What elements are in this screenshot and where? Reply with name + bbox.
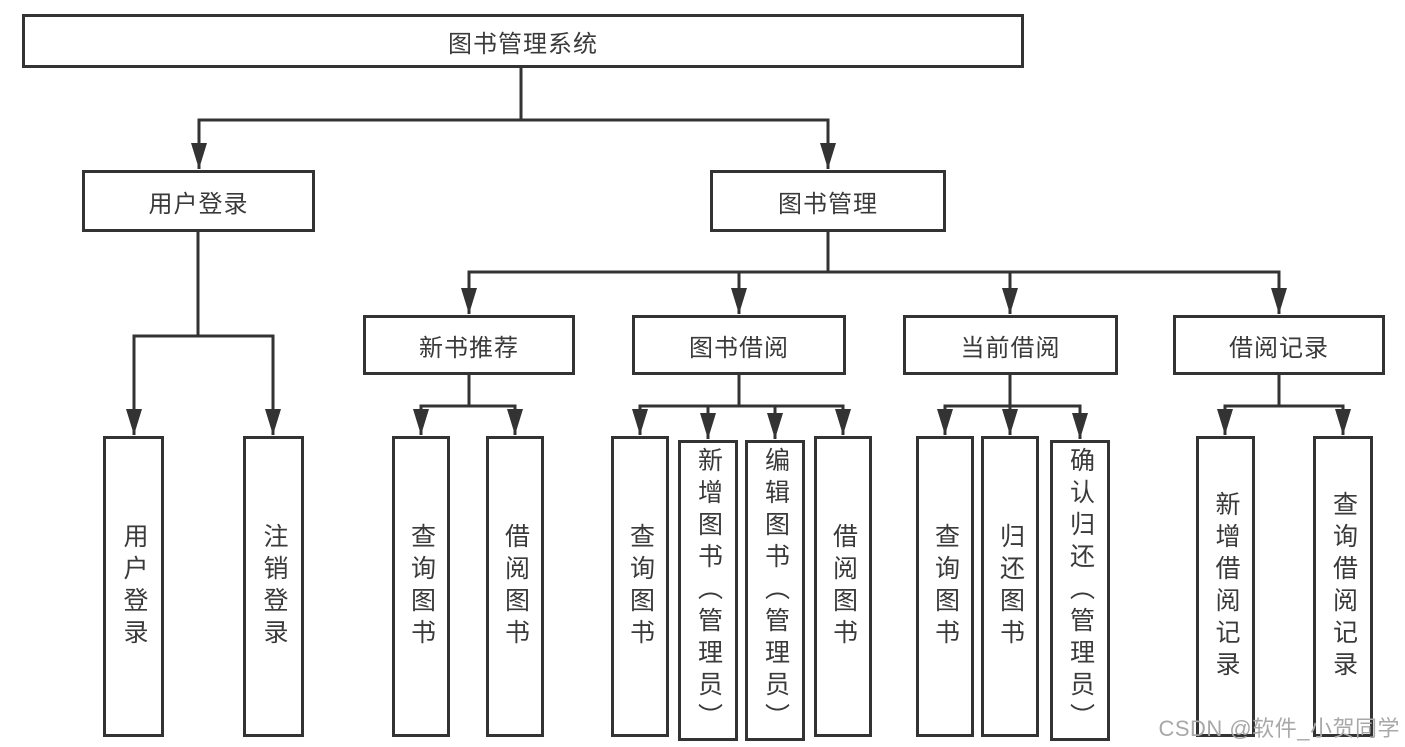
leaf-edit-books-admin: 编辑图书（管理员）	[745, 440, 805, 741]
leaf-edit-books-admin-label: 编辑图书（管理员）	[761, 446, 790, 735]
node-new-book-recommend: 新书推荐	[363, 315, 575, 375]
leaf-recommend-query-books: 查询图书	[392, 436, 450, 737]
leaf-confirm-return-admin: 确认归还（管理员）	[1050, 440, 1110, 741]
leaf-add-books-admin: 新增图书（管理员）	[678, 440, 738, 741]
leaf-recommend-borrow-books-label: 借阅图书	[501, 522, 530, 651]
leaf-return-books: 归还图书	[981, 436, 1039, 737]
csdn-watermark: CSDN @软件_小贺同学	[1158, 716, 1400, 741]
leaf-query-borrow-record: 查询借阅记录	[1313, 436, 1373, 737]
node-user-login: 用户登录	[82, 170, 315, 232]
leaf-logout-login: 注销登录	[243, 436, 304, 737]
leaf-current-query-books: 查询图书	[916, 436, 974, 737]
leaf-current-query-books-label: 查询图书	[931, 522, 960, 651]
leaf-recommend-borrow-books: 借阅图书	[486, 436, 544, 737]
node-current-borrowing: 当前借阅	[903, 315, 1118, 375]
leaf-borrowing-query-books-label: 查询图书	[626, 522, 655, 651]
leaf-add-books-admin-label: 新增图书（管理员）	[694, 446, 723, 735]
node-book-management: 图书管理	[710, 170, 946, 232]
node-borrowing-records: 借阅记录	[1173, 315, 1385, 375]
leaf-return-books-label: 归还图书	[996, 522, 1025, 651]
leaf-query-borrow-record-label: 查询借阅记录	[1329, 490, 1358, 683]
leaf-recommend-query-books-label: 查询图书	[407, 522, 436, 651]
leaf-logout-login-label: 注销登录	[260, 522, 288, 651]
node-library-system: 图书管理系统	[22, 14, 1024, 68]
node-book-borrowing: 图书借阅	[632, 315, 846, 375]
leaf-add-borrow-record: 新增借阅记录	[1196, 436, 1255, 737]
leaf-add-borrow-record-label: 新增借阅记录	[1212, 490, 1240, 683]
leaf-borrowing-borrow-books: 借阅图书	[814, 436, 872, 737]
leaf-confirm-return-admin-label: 确认归还（管理员）	[1066, 446, 1095, 735]
leaf-user-login-label: 用户登录	[120, 522, 148, 651]
leaf-user-login: 用户登录	[103, 436, 164, 737]
leaf-borrowing-query-books: 查询图书	[611, 436, 669, 737]
leaf-borrowing-borrow-books-label: 借阅图书	[829, 522, 858, 651]
